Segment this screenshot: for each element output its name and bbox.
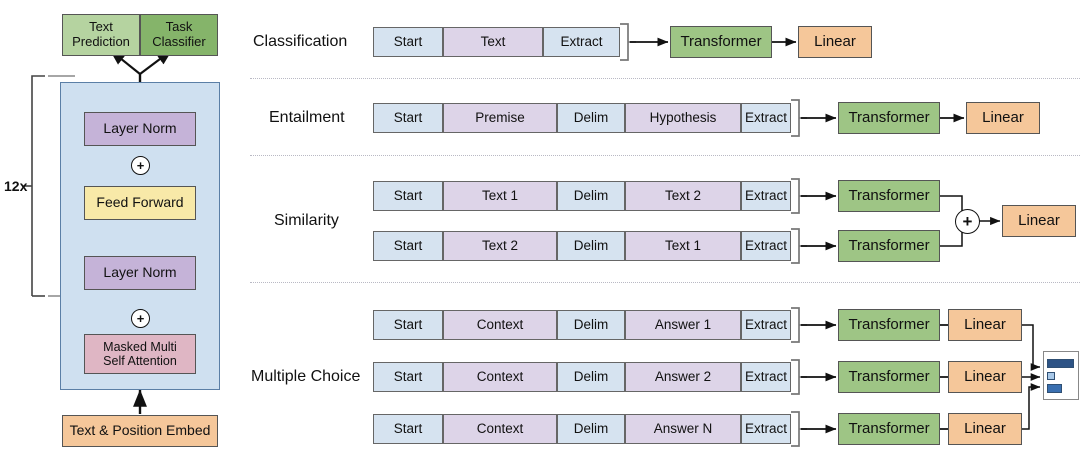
block-transformer[interactable]: Transformer [838,102,940,134]
token-extract[interactable]: Extract [741,181,791,211]
token-delim[interactable]: Delim [557,310,625,340]
residual-add-upper: + [131,156,150,175]
token-start[interactable]: Start [373,27,443,57]
task-label-entailment: Entailment [269,109,345,126]
block-linear[interactable]: Linear [1002,205,1076,237]
token-text[interactable]: Text [443,27,543,57]
divider-entailment-similarity [250,155,1080,156]
token-answer-2[interactable]: Answer 2 [625,362,741,392]
token-answer-n[interactable]: Answer N [625,414,741,444]
task-label-classification: Classification [253,33,348,50]
softmax-bar-2 [1047,372,1055,380]
block-linear[interactable]: Linear [948,309,1022,341]
token-extract[interactable]: Extract [741,310,791,340]
block-transformer[interactable]: Transformer [838,413,940,445]
token-delim[interactable]: Delim [557,231,625,261]
token-premise[interactable]: Premise [443,103,557,133]
token-delim[interactable]: Delim [557,414,625,444]
token-context[interactable]: Context [443,310,557,340]
residual-add-lower: + [131,309,150,328]
token-delim[interactable]: Delim [557,362,625,392]
token-extract[interactable]: Extract [741,103,791,133]
task-label-multiple-choice: Multiple Choice [251,368,361,385]
token-start[interactable]: Start [373,362,443,392]
layer-norm-lower[interactable]: Layer Norm [84,256,196,290]
token-text2[interactable]: Text 2 [443,231,557,261]
token-text1[interactable]: Text 1 [443,181,557,211]
block-linear[interactable]: Linear [948,413,1022,445]
token-text1[interactable]: Text 1 [625,231,741,261]
feed-forward[interactable]: Feed Forward [84,186,196,220]
text-position-embed[interactable]: Text & Position Embed [62,415,218,447]
masked-multi-self-attention[interactable]: Masked Multi Self Attention [84,334,196,374]
block-linear[interactable]: Linear [966,102,1040,134]
token-extract[interactable]: Extract [741,362,791,392]
block-transformer[interactable]: Transformer [838,230,940,262]
token-start[interactable]: Start [373,181,443,211]
block-transformer[interactable]: Transformer [670,26,772,58]
head-task-classifier[interactable]: Task Classifier [140,14,218,56]
token-context[interactable]: Context [443,414,557,444]
block-linear[interactable]: Linear [798,26,872,58]
token-delim[interactable]: Delim [557,103,625,133]
block-transformer[interactable]: Transformer [838,309,940,341]
token-start[interactable]: Start [373,231,443,261]
block-transformer[interactable]: Transformer [838,361,940,393]
head-text-prediction[interactable]: Text Prediction [62,14,140,56]
token-answer-1[interactable]: Answer 1 [625,310,741,340]
softmax-bar-1 [1047,359,1074,368]
token-extract[interactable]: Extract [741,231,791,261]
softmax-bar-3 [1047,384,1062,393]
token-text2[interactable]: Text 2 [625,181,741,211]
token-extract[interactable]: Extract [741,414,791,444]
task-label-similarity: Similarity [274,212,339,229]
block-linear[interactable]: Linear [948,361,1022,393]
token-start[interactable]: Start [373,414,443,444]
repeat-count-label: 12x [4,178,28,194]
token-hypothesis[interactable]: Hypothesis [625,103,741,133]
layer-norm-upper[interactable]: Layer Norm [84,112,196,146]
divider-similarity-multiplechoice [250,282,1080,283]
token-extract[interactable]: Extract [543,27,620,57]
divider-classification-entailment [250,78,1080,79]
token-start[interactable]: Start [373,103,443,133]
softmax-output-chart [1043,351,1079,400]
block-transformer[interactable]: Transformer [838,180,940,212]
similarity-sum-node: + [955,209,980,234]
token-context[interactable]: Context [443,362,557,392]
token-start[interactable]: Start [373,310,443,340]
token-delim[interactable]: Delim [557,181,625,211]
